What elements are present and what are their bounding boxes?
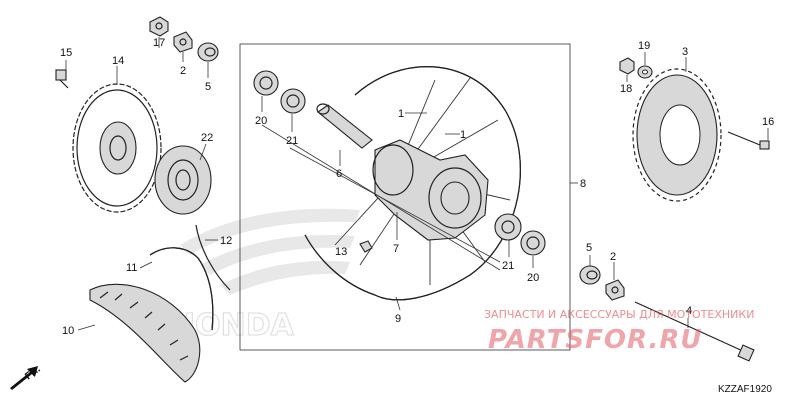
axis-line-upper [289,147,501,263]
rim-strip-12 [195,224,231,291]
bearing-20-right [520,230,546,256]
front-direction-arrow [10,366,38,390]
collar-2-bottom [605,279,625,301]
diagram-code: KZZAF1920 [718,384,772,395]
callout-1-upper: 1 [398,108,404,120]
inner-tube-11 [149,247,214,331]
watermark-site: PARTSFOR.RU [488,325,702,355]
seal-21-right [494,213,522,241]
washer-19 [637,65,653,79]
callout-10: 10 [62,325,74,337]
callout-14: 14 [112,55,124,67]
callout-2-bottom: 2 [610,251,616,263]
callout-4: 4 [686,305,692,317]
nipple-13 [359,240,373,253]
callout-11: 11 [126,262,137,274]
callout-5-top: 5 [205,81,211,93]
callout-6: 6 [336,168,342,180]
callout-18: 18 [620,83,632,95]
axle-4 [634,301,755,362]
collar-2-top [173,31,193,53]
hub-flange-22 [154,145,212,215]
callout-20-left: 20 [255,115,267,127]
distance-collar-6 [316,103,373,149]
watermark-subtitle: ЗАПЧАСТИ И АКСЕССУАРЫ ДЛЯ МОТОТЕХНИКИ [484,308,754,321]
callout-16: 16 [762,116,774,128]
callout-21-right: 21 [502,260,514,272]
callout-5-bottom: 5 [586,242,592,254]
callout-3: 3 [682,46,688,58]
tire-10 [89,283,201,383]
bolt-16 [727,131,770,150]
callout-9: 9 [395,313,401,325]
honda-wing-logo: HONDA [169,208,360,344]
nut-17 [149,16,169,37]
spacer-5-top [197,42,219,62]
bolt-15 [55,69,69,89]
rim-9 [304,66,521,301]
callout-17: 17 [153,37,165,49]
callout-19: 19 [638,40,650,52]
wheel-assembly-frame [239,43,571,351]
spacer-5-bottom [579,265,601,285]
direction-label: FR. [23,364,43,383]
nut-18 [619,57,635,75]
hub-7 [372,139,489,241]
callout-13: 13 [335,246,347,258]
callout-7: 7 [393,243,399,255]
callout-20-right: 20 [527,272,539,284]
callout-22: 22 [201,132,213,144]
callout-12: 12 [220,235,232,247]
callout-21-left: 21 [286,135,298,147]
brake-disc-14 [72,83,162,213]
callout-2-top: 2 [180,65,186,77]
callout-8: 8 [580,178,586,190]
seal-21-left [280,88,306,114]
sprocket-3 [632,68,722,202]
callout-1-lower: 1 [460,129,466,141]
callout-15: 15 [60,47,72,59]
bearing-20-left [253,70,279,96]
